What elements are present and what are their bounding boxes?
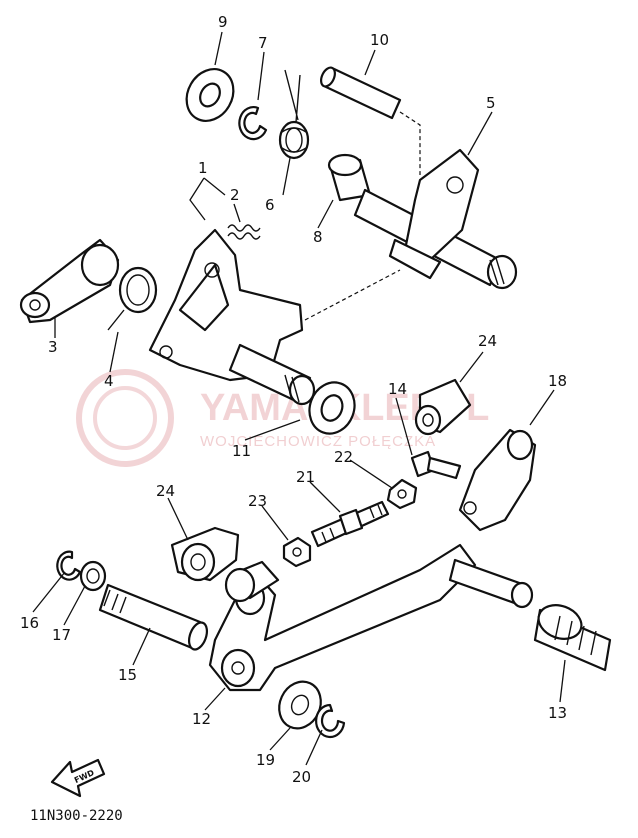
part-bushing-24-lower <box>170 526 240 582</box>
callout-2: 2 <box>230 186 240 204</box>
part-collar-8 <box>327 153 372 202</box>
watermark-sub-text: WOJCIECHOWICZ POŁĘCZKA <box>200 433 436 450</box>
part-bushing-24-upper <box>414 378 472 436</box>
part-linkage-18 <box>458 428 537 532</box>
callout-13: 13 <box>548 704 567 722</box>
part-washer-17 <box>79 560 107 592</box>
part-bracket-1 <box>148 228 401 406</box>
callout-24-upper: 24 <box>478 332 497 350</box>
callout-23: 23 <box>248 492 267 510</box>
part-grip-13 <box>533 604 612 672</box>
callout-11: 11 <box>232 442 251 460</box>
callout-3: 3 <box>48 338 58 356</box>
callout-7: 7 <box>258 34 268 52</box>
callout-10: 10 <box>370 31 389 49</box>
part-shaft-10 <box>320 66 421 175</box>
callout-20: 20 <box>292 768 311 786</box>
fwd-arrow-icon: FWD <box>50 758 106 798</box>
leader-lines <box>32 31 566 766</box>
callout-17: 17 <box>52 626 71 644</box>
part-nut-22 <box>386 478 418 510</box>
part-circlip-20 <box>315 703 346 739</box>
watermark-logo-icon <box>76 369 174 467</box>
part-circlip-16 <box>56 550 82 581</box>
callout-5: 5 <box>486 94 496 112</box>
part-washer-9 <box>185 68 235 122</box>
callout-24-lower: 24 <box>156 482 175 500</box>
callout-19: 19 <box>256 751 275 769</box>
part-shift-shaft-5 <box>353 148 518 290</box>
callout-4: 4 <box>104 372 114 390</box>
part-nut-23 <box>282 536 312 568</box>
part-rod-21 <box>310 500 390 548</box>
callout-22: 22 <box>334 448 353 466</box>
part-washer-11 <box>308 381 356 435</box>
part-lever-3 <box>19 238 120 324</box>
callout-21: 21 <box>296 468 315 486</box>
part-code: 11N300-2220 <box>30 808 123 824</box>
callout-labels: 9 7 10 5 1 2 6 8 3 4 24 14 18 11 22 21 2… <box>20 13 567 786</box>
callout-18: 18 <box>548 372 567 390</box>
part-spring-4 <box>107 266 158 331</box>
part-shaft-15 <box>98 583 209 651</box>
part-spring-2 <box>227 224 261 240</box>
part-spring-6 <box>278 69 310 160</box>
callout-15: 15 <box>118 666 137 684</box>
part-bolt-14 <box>410 450 462 480</box>
callout-8: 8 <box>313 228 323 246</box>
callout-6: 6 <box>265 196 275 214</box>
callout-12: 12 <box>192 710 211 728</box>
callout-16: 16 <box>20 614 39 632</box>
part-circlip-7 <box>238 106 268 141</box>
callout-9: 9 <box>218 13 228 31</box>
part-pedal-12 <box>208 543 534 692</box>
callout-1: 1 <box>198 159 208 177</box>
callout-14: 14 <box>388 380 407 398</box>
